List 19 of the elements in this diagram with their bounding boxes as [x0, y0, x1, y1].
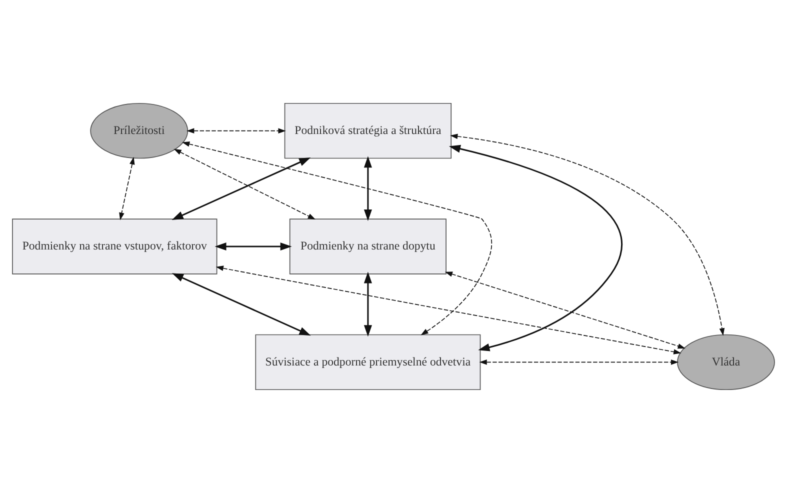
arrow — [214, 242, 292, 251]
arrow — [450, 134, 725, 336]
arrow — [216, 266, 682, 354]
arrow — [172, 157, 311, 220]
arrow — [444, 272, 686, 349]
arrow — [172, 273, 311, 336]
arrow — [364, 272, 372, 337]
arrow — [448, 144, 623, 352]
node-box: Podniková stratégia a štruktúra — [284, 102, 452, 159]
node-box: Podmienky na strane vstupov, faktorov — [12, 218, 218, 274]
arrow — [186, 128, 286, 134]
arrow — [174, 148, 316, 220]
node-box: Podmienky na strane dopytu — [289, 218, 446, 274]
node-box: Súvisiace a podporné priemyselné odvetvia — [255, 334, 481, 390]
node-ellipse: Príležitosti — [90, 102, 188, 159]
arrow — [364, 156, 372, 221]
arrow — [182, 141, 492, 336]
arrow — [479, 360, 679, 365]
arrow — [119, 156, 135, 220]
